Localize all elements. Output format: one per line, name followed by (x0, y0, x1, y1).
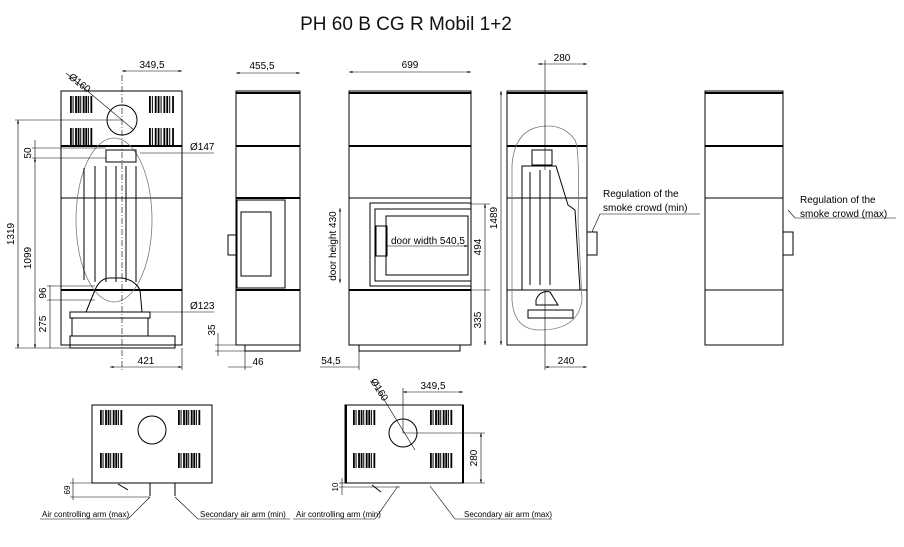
dim-height-total: 1319 (6, 222, 17, 245)
secondary-arm-max-label: Secondary air arm (max) (464, 510, 552, 519)
dim-46: 46 (252, 357, 264, 368)
smoke-regulation-handle (586, 231, 598, 256)
dim-flue-offset-top: 349,5 (420, 381, 445, 392)
dim-421: 421 (138, 356, 155, 367)
vent-grille (100, 453, 123, 468)
dim-flue-diameter-top: Ø160 (367, 377, 390, 404)
vent-grille (149, 96, 174, 113)
vent-grille (430, 410, 453, 425)
vent-grille (149, 128, 174, 145)
smoke-regulation-handle (782, 231, 794, 256)
dim-96: 96 (38, 287, 49, 299)
vent-grille (70, 128, 93, 145)
vent-grille (70, 96, 93, 113)
vent-grille (100, 410, 123, 425)
secondary-arm-min-label: Secondary air arm (min) (200, 510, 286, 519)
dim-280: 280 (554, 53, 571, 64)
door-width-label: door width 540,5 (391, 236, 465, 247)
firebox (521, 165, 581, 291)
front-view: 699 door height 430 door width 540,5 494… (320, 60, 490, 370)
vent-grille (178, 410, 201, 425)
side-cut-view: 280 1489 240 Regulation of the smoke cro… (489, 53, 700, 370)
vent-grille (353, 453, 376, 468)
front-cut-view: 349,5 Ø160 Ø147 Ø123 1319 50 1099 96 275… (6, 60, 215, 370)
top-view-right: Ø160 349,5 280 10 Air controlling arm (m… (293, 377, 552, 520)
air-control-handle (227, 234, 238, 256)
door-handle (375, 225, 388, 257)
regulation-min-line2: smoke crowd (min) (603, 203, 687, 214)
regulation-min-line1: Regulation of the (603, 189, 679, 200)
convection-outline (75, 137, 153, 303)
door-height-label: door height 430 (328, 211, 339, 281)
dim-1489: 1489 (489, 206, 500, 229)
top-view-left: 69 Air controlling arm (max) Secondary a… (40, 404, 290, 520)
dim-35: 35 (207, 324, 218, 336)
dim-depth: 455,5 (249, 61, 274, 72)
convection-outline (511, 125, 583, 331)
vent-grille (353, 410, 376, 425)
dim-494: 494 (473, 238, 484, 255)
dim-275: 275 (38, 315, 49, 332)
dim-54-5: 54,5 (321, 356, 341, 367)
dim-69: 69 (63, 485, 72, 494)
side-right-view: Regulation of the smoke crowd (max) (704, 90, 896, 346)
air-arm-max-label: Air controlling arm (max) (42, 510, 129, 519)
regulation-max-line2: smoke crowd (max) (800, 209, 887, 220)
dim-outlet-147: Ø147 (190, 142, 215, 153)
dim-50: 50 (23, 147, 34, 159)
dim-width: 699 (402, 60, 419, 71)
vent-grille (430, 453, 453, 468)
dim-flue-offset: 349,5 (139, 60, 164, 71)
dim-335: 335 (473, 311, 484, 328)
dim-height-flue: 1099 (23, 246, 34, 269)
regulation-max-line1: Regulation of the (800, 195, 876, 206)
air-arm-min-label: Air controlling arm (min) (296, 510, 381, 519)
vent-grille (178, 453, 201, 468)
dim-10: 10 (331, 482, 340, 491)
dim-280-top: 280 (469, 449, 480, 466)
dim-240: 240 (558, 356, 575, 367)
drawing-title: PH 60 B CG R Mobil 1+2 (300, 14, 512, 35)
side-view: 455,5 35 46 (207, 61, 301, 370)
door-glass (385, 215, 469, 276)
dim-inlet-123: Ø123 (190, 301, 215, 312)
